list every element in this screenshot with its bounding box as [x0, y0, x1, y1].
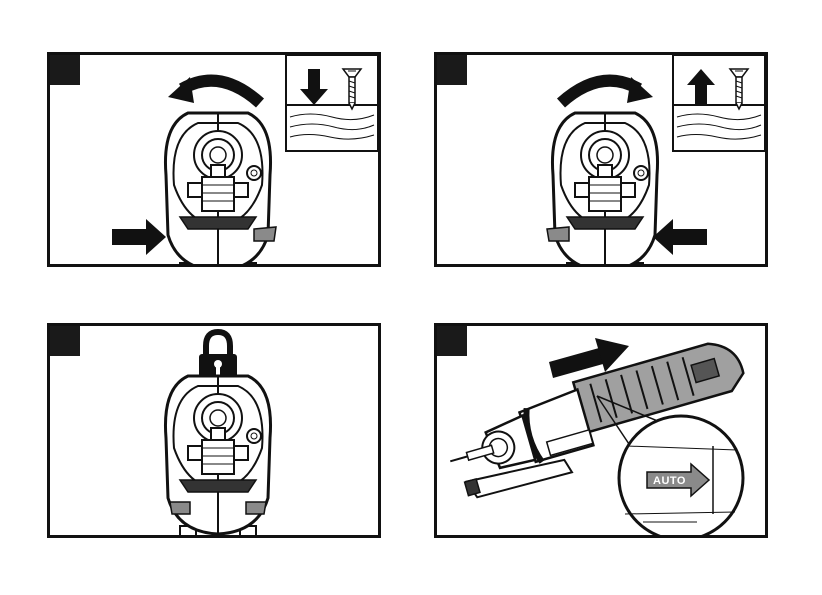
- auto-label: AUTO: [653, 475, 686, 487]
- step-panel-2: [434, 52, 768, 267]
- wood-surface-icon: [673, 55, 765, 151]
- panel-2-illustration: [437, 55, 765, 264]
- step-panel-1: [47, 52, 381, 267]
- push-left-arrow-icon: [653, 219, 707, 255]
- panel-1-illustration: [50, 55, 378, 264]
- step-panel-4: AUTO: [434, 323, 768, 538]
- step-panel-3: [47, 323, 381, 538]
- push-right-arrow-icon: [112, 219, 166, 255]
- wood-surface-icon: [286, 55, 378, 151]
- panel-4-illustration: AUTO: [437, 326, 765, 535]
- magnifier-callout: AUTO: [619, 416, 743, 535]
- panel-3-illustration: [50, 326, 378, 535]
- rotate-counterclockwise-arrow-icon: [168, 77, 260, 103]
- rotate-clockwise-arrow-icon: [561, 77, 653, 103]
